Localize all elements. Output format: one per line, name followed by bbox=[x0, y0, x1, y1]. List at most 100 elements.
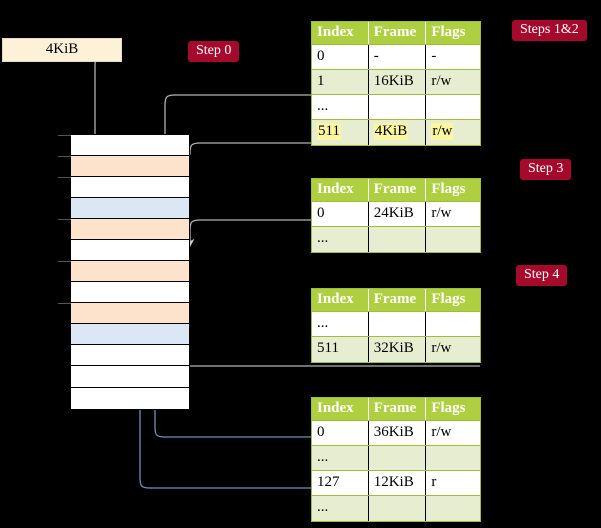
table-header-row: Index Frame Flags bbox=[312, 22, 480, 45]
memory-cell-5 bbox=[70, 239, 190, 261]
memory-cell-9 bbox=[70, 323, 190, 345]
cell-frame bbox=[368, 495, 427, 521]
cell-frame: 12KiB bbox=[368, 470, 427, 496]
cell-index: ... bbox=[312, 311, 369, 337]
cell-frame-text: 4KiB bbox=[373, 123, 409, 141]
cell-flags: r/w bbox=[425, 336, 480, 362]
cell-flags: r/w bbox=[425, 201, 480, 227]
cell-frame: 32KiB bbox=[368, 336, 427, 362]
memory-cell-6 bbox=[70, 260, 190, 282]
badge-step-0-label: Step 0 bbox=[196, 43, 232, 58]
memory-cell-7 bbox=[70, 281, 190, 303]
page-table-level-2: Index Frame Flags 0 24KiB r/w ... bbox=[311, 178, 481, 253]
memory-cell-4 bbox=[70, 218, 190, 240]
column-header-frame: Frame bbox=[368, 22, 427, 45]
column-header-flags: Flags bbox=[425, 22, 480, 45]
memory-cell-2 bbox=[70, 176, 190, 198]
cell-frame: 4KiB bbox=[368, 119, 427, 145]
memory-tick-4 bbox=[58, 261, 71, 262]
cell-index: 0 bbox=[312, 44, 369, 70]
page-table-level-4: Index Frame Flags 0 36KiB r/w ... 127 bbox=[311, 397, 481, 522]
cell-flags: r/w bbox=[425, 119, 480, 145]
cell-frame: 16KiB bbox=[368, 69, 427, 95]
memory-cell-11 bbox=[70, 365, 190, 388]
page-table-level-3: Index Frame Flags ... 511 32KiB r/w bbox=[311, 288, 481, 363]
cell-frame: 24KiB bbox=[368, 201, 427, 227]
table-row[interactable]: 127 12KiB r bbox=[312, 470, 480, 496]
badge-step-4-label: Step 4 bbox=[524, 267, 560, 282]
table-row[interactable]: ... bbox=[312, 226, 480, 252]
table-header-row: Index Frame Flags bbox=[312, 179, 480, 202]
column-header-frame: Frame bbox=[368, 398, 427, 421]
table-row[interactable]: ... bbox=[312, 445, 480, 471]
memory-tick-2 bbox=[58, 177, 71, 178]
cell-frame bbox=[368, 445, 427, 471]
cell-frame: 36KiB bbox=[368, 420, 427, 446]
memory-cell-3 bbox=[70, 197, 190, 219]
memory-cell-12 bbox=[70, 387, 190, 410]
physical-memory-column bbox=[70, 134, 191, 416]
badge-step-3: Step 3 bbox=[520, 159, 572, 180]
cell-flags: r bbox=[425, 470, 480, 496]
cell-frame: - bbox=[368, 44, 427, 70]
column-header-flags: Flags bbox=[425, 179, 480, 202]
memory-tick-5 bbox=[58, 303, 71, 304]
size-label-text: 4KiB bbox=[45, 41, 79, 57]
cell-flags: - bbox=[425, 44, 480, 70]
column-header-frame: Frame bbox=[368, 289, 427, 312]
size-label-4kib: 4KiB bbox=[2, 38, 122, 62]
cell-flags bbox=[425, 445, 480, 471]
memory-tick-3 bbox=[58, 219, 71, 220]
table-row[interactable]: 0 24KiB r/w bbox=[312, 201, 480, 227]
cell-frame bbox=[368, 226, 427, 252]
cell-flags-text: r/w bbox=[431, 123, 454, 141]
cell-index: 511 bbox=[312, 336, 369, 362]
column-header-flags: Flags bbox=[425, 289, 480, 312]
cell-flags bbox=[425, 226, 480, 252]
cell-index: ... bbox=[312, 495, 369, 521]
cell-index: ... bbox=[312, 94, 369, 120]
badge-step-4: Step 4 bbox=[516, 265, 568, 286]
memory-tick-0 bbox=[58, 135, 71, 136]
cell-flags bbox=[425, 311, 480, 337]
cell-index: ... bbox=[312, 226, 369, 252]
table-row[interactable]: 0 - - bbox=[312, 44, 480, 70]
column-header-flags: Flags bbox=[425, 398, 480, 421]
cell-index: 0 bbox=[312, 201, 369, 227]
table-row[interactable]: 511 32KiB r/w bbox=[312, 336, 480, 362]
cell-flags: r/w bbox=[425, 69, 480, 95]
table-row[interactable]: ... bbox=[312, 311, 480, 337]
memory-cell-10 bbox=[70, 344, 190, 366]
cell-index-text: 511 bbox=[317, 123, 341, 141]
cell-index: ... bbox=[312, 445, 369, 471]
column-header-index: Index bbox=[312, 179, 369, 202]
table-header-row: Index Frame Flags bbox=[312, 398, 480, 421]
memory-cell-0 bbox=[70, 134, 190, 156]
table-row[interactable]: ... bbox=[312, 495, 480, 521]
cell-flags bbox=[425, 94, 480, 120]
memory-cell-8 bbox=[70, 302, 190, 324]
table-row[interactable]: ... bbox=[312, 94, 480, 120]
table-row[interactable]: 0 36KiB r/w bbox=[312, 420, 480, 446]
column-header-index: Index bbox=[312, 398, 369, 421]
cell-frame bbox=[368, 311, 427, 337]
table-row[interactable]: 1 16KiB r/w bbox=[312, 69, 480, 95]
cell-index: 1 bbox=[312, 69, 369, 95]
badge-steps-1-2: Steps 1&2 bbox=[512, 20, 587, 41]
cell-flags bbox=[425, 495, 480, 521]
column-header-frame: Frame bbox=[368, 179, 427, 202]
table-row-highlighted[interactable]: 511 4KiB r/w bbox=[312, 119, 480, 145]
page-table-level-1: Index Frame Flags 0 - - 1 16KiB r/w ... bbox=[311, 21, 481, 146]
badge-step-0: Step 0 bbox=[188, 41, 240, 62]
cell-index: 127 bbox=[312, 470, 369, 496]
table-header-row: Index Frame Flags bbox=[312, 289, 480, 312]
cell-index: 0 bbox=[312, 420, 369, 446]
memory-tick-1 bbox=[58, 156, 71, 157]
cell-frame bbox=[368, 94, 427, 120]
memory-cell-1 bbox=[70, 155, 190, 177]
cell-index: 511 bbox=[312, 119, 369, 145]
column-header-index: Index bbox=[312, 289, 369, 312]
column-header-index: Index bbox=[312, 22, 369, 45]
cell-flags: r/w bbox=[425, 420, 480, 446]
